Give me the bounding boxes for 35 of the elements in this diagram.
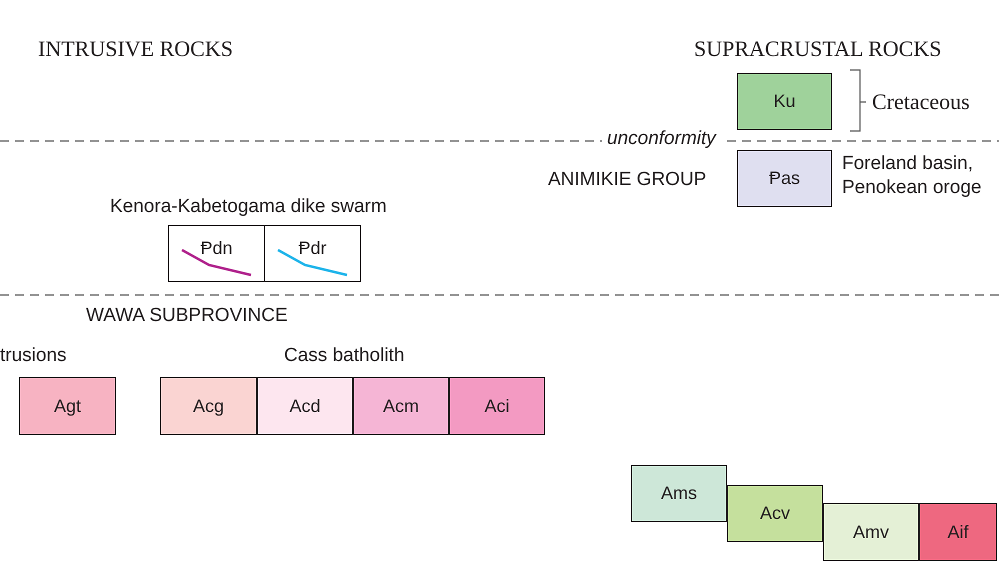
age-label: Cretaceous	[872, 89, 970, 116]
setting-note: Foreland basin, Penokean oroge	[842, 152, 982, 200]
unit-code: Acv	[760, 503, 790, 524]
unit-legend-box	[919, 503, 997, 561]
unit-legend-box	[727, 485, 823, 542]
group-label: Cass batholith	[284, 345, 404, 368]
section-heading: SUPRACRUSTAL ROCKS	[694, 36, 942, 62]
unit-code: Ᵽdr	[298, 238, 326, 259]
dike-legend-box	[168, 225, 265, 282]
unit-legend-box	[737, 150, 832, 207]
unit-code: Aci	[484, 396, 510, 416]
unit-code: Acd	[289, 396, 321, 416]
group-label: ANIMIKIE GROUP	[548, 169, 706, 192]
unit-legend-box	[19, 377, 116, 435]
unit-legend-box	[737, 73, 832, 130]
unit-legend-box	[160, 377, 257, 435]
group-label: trusions	[0, 345, 67, 368]
unit-legend-box	[823, 503, 919, 561]
unit-code: Ᵽas	[768, 168, 800, 189]
dike-legend-box	[264, 225, 361, 282]
unit-code: Agt	[54, 396, 82, 416]
unit-legend-box	[257, 377, 353, 435]
unit-legend-box	[353, 377, 449, 435]
unit-code: Ku	[773, 91, 796, 112]
unit-legend-box	[631, 465, 727, 522]
unit-code: Acm	[383, 396, 419, 416]
group-label: Kenora-Kabetogama dike swarm	[110, 196, 387, 219]
unit-code: Acg	[192, 396, 224, 416]
unit-legend-box	[449, 377, 545, 435]
group-label: WAWA SUBPROVINCE	[86, 305, 288, 328]
unit-code: Ᵽdn	[200, 238, 233, 259]
unit-code: Ams	[661, 483, 697, 504]
section-heading: INTRUSIVE ROCKS	[38, 36, 233, 62]
unit-code: Amv	[853, 522, 889, 542]
unit-code: Aif	[947, 522, 968, 542]
